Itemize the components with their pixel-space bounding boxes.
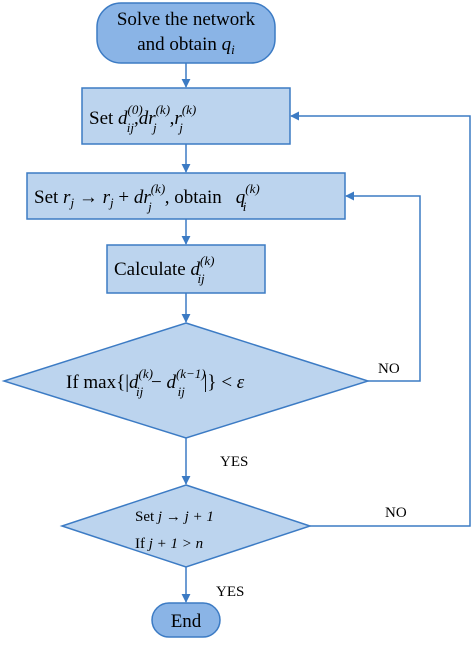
decision1-no-label: NO [378,361,400,377]
decision2-line1: Set j → j + 1 [135,509,214,525]
end-terminal: End [151,602,221,638]
step3-text: Calculate d(k)ij [114,253,214,286]
arrow-decision1-no-loop [345,191,421,382]
start-terminal: Solve the network and obtain qi [96,2,276,64]
step1-box [81,87,291,145]
decision2-diamond [59,484,313,568]
decision2-yes-label: YES [216,584,244,600]
decision1-yes-label: YES [220,454,248,470]
decision2: Set j → j + 1 If j + 1 > n [59,484,313,568]
end-label: End [171,611,202,632]
start-line2: and obtain qi [137,34,235,57]
step1-process: Set d(0)ij,dr(k)j,r(k)j [81,87,291,145]
decision1-text: If max{|d(k)ij − d(k−1)ij |} < ε [66,366,245,399]
end-terminal-shape [151,602,221,638]
decision1: If max{|d(k)ij − d(k−1)ij |} < ε [1,322,371,439]
decision2-line2: If j + 1 > n [135,536,203,552]
start-line1: Solve the network [117,9,256,30]
arrow-decision2-no-loop [290,111,471,527]
step3-process: Calculate d(k)ij [106,244,266,294]
step3-box [106,244,266,294]
decision2-no-label: NO [385,505,407,521]
step1-text: Set d(0)ij,dr(k)j,r(k)j [89,102,196,135]
step2-box [26,172,346,220]
